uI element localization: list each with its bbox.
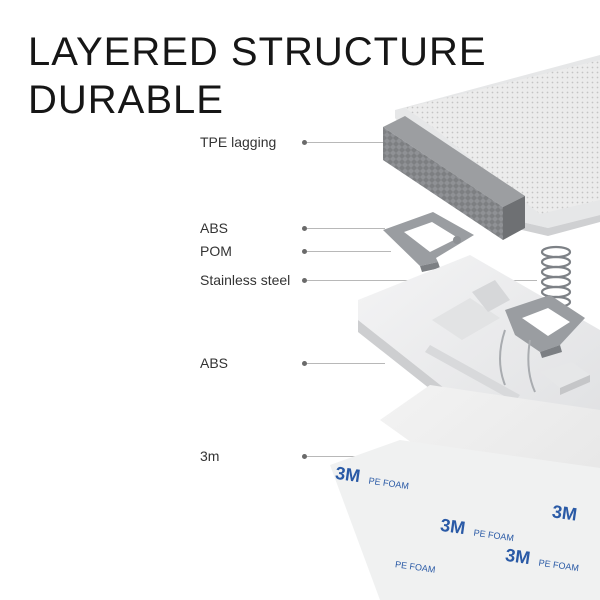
label-stainless-steel: Stainless steel	[200, 272, 291, 288]
leader-line-3m	[307, 456, 385, 457]
leader-line-abs-base	[307, 363, 385, 364]
title-line-1: LAYERED STRUCTURE	[28, 30, 487, 74]
leader-line-abs-clip	[307, 228, 385, 229]
leader-dot-tpe	[302, 140, 307, 145]
leader-dot-abs-base	[302, 361, 307, 366]
pe-foam-backing	[330, 440, 600, 600]
label-tpe-lagging: TPE lagging	[200, 134, 277, 150]
label-abs-base: ABS	[200, 355, 229, 371]
leader-dot-stainless	[302, 278, 307, 283]
page-title: LAYERED STRUCTURE DURABLE	[28, 28, 487, 124]
top-mesh-panel	[395, 55, 600, 236]
label-3m: 3m	[200, 448, 220, 464]
leader-dot-pom	[302, 249, 307, 254]
tpe-lagging-bar	[383, 116, 525, 240]
title-line-2: DURABLE	[28, 78, 224, 122]
leader-line-tpe	[307, 142, 387, 143]
leader-dot-3m	[302, 454, 307, 459]
leader-dot-abs-clip	[302, 226, 307, 231]
abs-clip-part	[383, 212, 474, 272]
label-abs-clip: ABS	[200, 220, 229, 236]
leader-line-pom	[307, 251, 391, 252]
label-pom: POM	[200, 243, 232, 259]
